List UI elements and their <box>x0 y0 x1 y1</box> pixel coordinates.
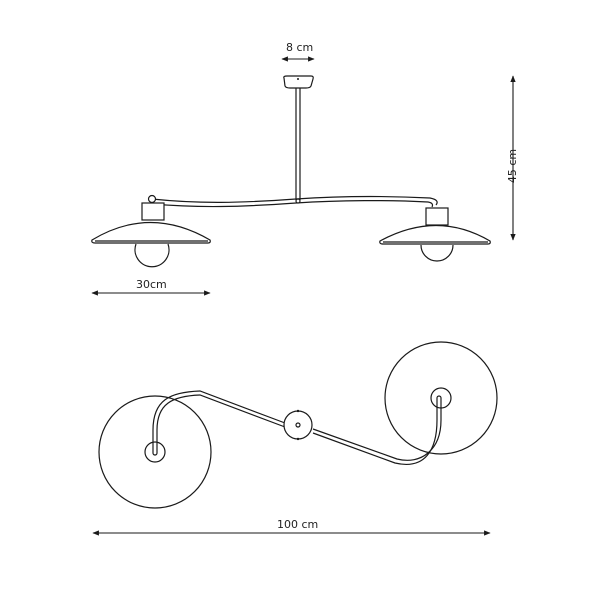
front-elevation <box>91 56 516 296</box>
height-label: 45 cm <box>506 148 519 184</box>
right-bulb <box>420 244 454 262</box>
left-shade-plan <box>98 395 212 509</box>
arm-joint <box>295 198 301 204</box>
right-shade-plan <box>384 341 498 455</box>
top-plan-view <box>92 341 498 536</box>
right-lamp-front <box>379 207 491 262</box>
shade-diameter-label: 30cm <box>136 278 167 291</box>
canopy-plan <box>283 410 313 440</box>
ceiling-canopy <box>283 75 314 89</box>
left-bulb <box>134 243 170 268</box>
left-lamp-front <box>91 194 211 268</box>
right-shade <box>379 225 491 245</box>
canopy-width-label: 8 cm <box>286 41 314 54</box>
left-shade <box>91 221 211 244</box>
total-width-label: 100 cm <box>277 518 319 531</box>
